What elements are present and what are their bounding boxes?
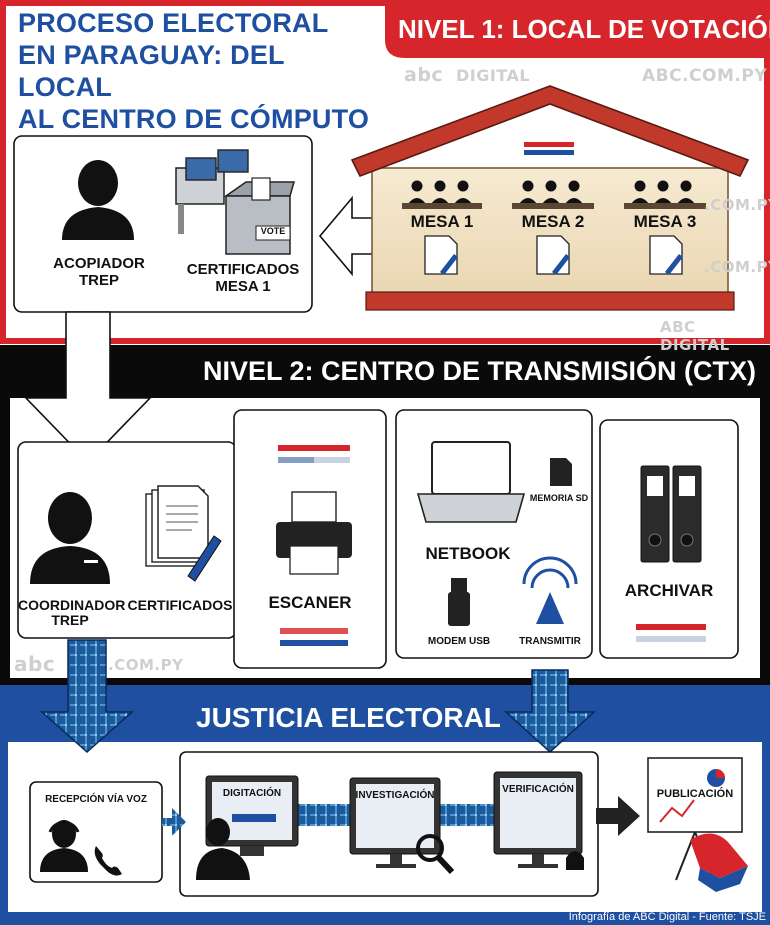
modem-usb-label: MODEM USB bbox=[427, 636, 491, 647]
memoria-sd-icon bbox=[550, 458, 572, 486]
ballot-vote-label: VOTE bbox=[260, 226, 286, 236]
ballot-box-icon bbox=[223, 177, 295, 255]
acopiador-label: ACOPIADOR TREP bbox=[44, 255, 154, 289]
certificados-mesa1-line-2: MESA 1 bbox=[215, 277, 271, 295]
coordinador-person-icon bbox=[30, 492, 110, 584]
transmitir-to-verificacion-arrow bbox=[504, 669, 596, 754]
mesa-3-label: MESA 3 bbox=[633, 212, 697, 231]
watermark-abc-com-py: ABC.COM.PY bbox=[642, 66, 768, 86]
recepcion-label: RECEPCIÓN VÍA VOZ bbox=[45, 794, 147, 805]
verificacion-to-publicacion-arrow bbox=[596, 796, 640, 836]
netbook-icon bbox=[416, 441, 526, 523]
digitacion-label: DIGITACIÓN bbox=[222, 788, 282, 799]
title-line-2: EN PARAGUAY: DEL LOCAL bbox=[18, 39, 285, 102]
coordinador-label: COORDINADOR TREP bbox=[18, 597, 126, 629]
acopiador-label-line-1: ACOPIADOR bbox=[53, 255, 145, 272]
footer-credit: Infografía de ABC Digital - Fuente: TSJE bbox=[568, 911, 766, 923]
escaner-label: ESCANER bbox=[268, 593, 352, 612]
level1-banner-text: NIVEL 1: LOCAL DE VOTACIÓN bbox=[398, 14, 770, 44]
watermark-left-com: .COM.PY bbox=[108, 656, 184, 674]
level1-to-level2-arrow bbox=[24, 311, 152, 464]
mesa-1-label: MESA 1 bbox=[410, 212, 474, 231]
verificacion-label: VERIFICACIÓN bbox=[502, 784, 574, 795]
watermark-left-logo: abc bbox=[14, 652, 56, 676]
phone-icon bbox=[94, 846, 122, 876]
recepcion-to-digitacion-arrow bbox=[162, 808, 186, 836]
title-line-1: PROCESO ELECTORAL bbox=[18, 8, 329, 38]
watermark-com-py-a: .COM.PY bbox=[704, 196, 770, 214]
acopiador-label-line-2: TREP bbox=[78, 271, 119, 289]
watermark-abc-digital: ABC DIGITAL bbox=[660, 318, 730, 354]
transmitir-label: TRANSMITIR bbox=[519, 636, 581, 647]
mesa-2-label: MESA 2 bbox=[521, 212, 585, 231]
investigacion-to-verificacion-link bbox=[436, 804, 496, 826]
archivar-label: ARCHIVAR bbox=[624, 581, 714, 600]
verificacion-monitor-icon bbox=[493, 771, 584, 870]
certificados-mesa1-line-1: CERTIFICADOS bbox=[186, 261, 300, 278]
coordinador-to-recepcion-arrow bbox=[40, 639, 134, 754]
digitacion-monitor-icon bbox=[196, 775, 299, 880]
coordinador-label-line-2: TREP bbox=[51, 612, 89, 629]
watermark-com-py-b: .COM.PY bbox=[704, 258, 770, 276]
mesa-1-group bbox=[402, 180, 482, 275]
level1-banner bbox=[385, 0, 770, 58]
digitacion-to-investigacion-link bbox=[296, 804, 354, 826]
level3-banner-text: JUSTICIA ELECTORAL bbox=[196, 702, 501, 733]
acopiador-person-icon bbox=[62, 160, 134, 240]
coordinador-label-line-1: COORDINADOR bbox=[18, 597, 126, 613]
level2-banner-text: NIVEL 2: CENTRO DE TRANSMISIÓN (CTX) bbox=[202, 356, 756, 386]
main-title: PROCESO ELECTORAL EN PARAGUAY: DEL LOCAL… bbox=[18, 8, 378, 135]
watermark-abc-logo: abc bbox=[404, 64, 444, 86]
certificados-mesa1-label: CERTIFICADOS MESA 1 bbox=[178, 261, 308, 295]
investigacion-label: INVESTIGACIÓN bbox=[355, 790, 435, 801]
investigacion-monitor-icon bbox=[349, 777, 455, 875]
title-line-3: AL CENTRO DE CÓMPUTO bbox=[18, 103, 370, 134]
archivar-binders-icon bbox=[636, 465, 706, 642]
mesa-2-group bbox=[512, 180, 594, 275]
headset-operator-icon bbox=[40, 820, 88, 872]
publicacion-label: PUBLICACIÓN bbox=[656, 788, 734, 800]
certificados-label: CERTIFICADOS bbox=[127, 597, 233, 613]
memoria-sd-label: MEMORIA SD bbox=[529, 493, 589, 503]
modem-usb-icon bbox=[448, 578, 470, 626]
publicacion-board-icon bbox=[647, 757, 748, 892]
transmitir-icon bbox=[522, 556, 578, 624]
house-to-acopiador-arrow bbox=[318, 195, 391, 277]
scanner-icon bbox=[276, 445, 352, 646]
netbook-label: NETBOOK bbox=[425, 544, 511, 563]
mesa-3-group bbox=[624, 180, 706, 275]
certificados-docs-icon bbox=[145, 485, 222, 582]
voting-computers-icon bbox=[175, 149, 249, 234]
watermark-digital: DIGITAL bbox=[456, 66, 531, 85]
